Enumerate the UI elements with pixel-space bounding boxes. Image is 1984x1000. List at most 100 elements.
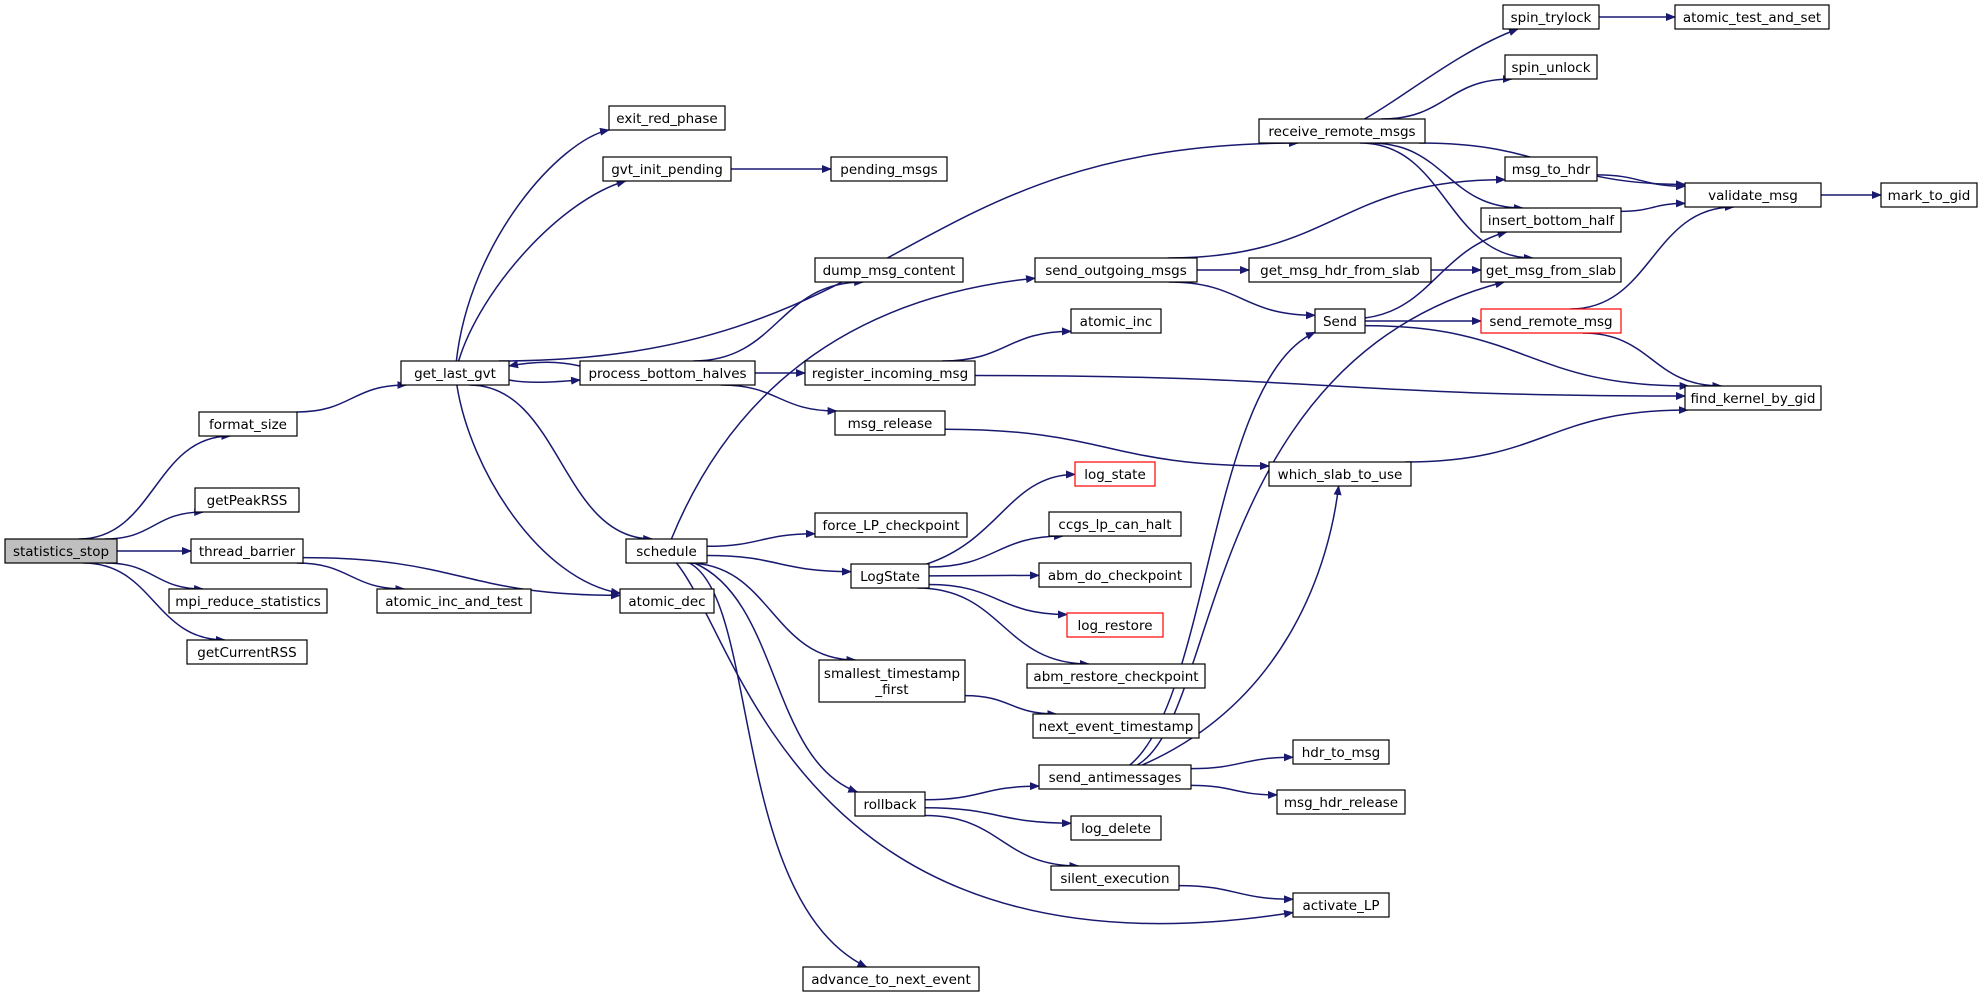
node-box-next_event_timestamp[interactable] [1032, 713, 1200, 739]
node-smallest_timestamp_first[interactable]: smallest_timestamp_first [818, 659, 966, 703]
node-box-thread_barrier[interactable] [190, 538, 304, 564]
node-box-abm_restore_checkpoint[interactable] [1026, 663, 1206, 689]
node-thread_barrier[interactable]: thread_barrier [190, 538, 304, 564]
node-box-send_remote_msg[interactable] [1480, 308, 1622, 334]
node-getCurrentRSS[interactable]: getCurrentRSS [186, 639, 308, 665]
node-box-mpi_reduce_statistics[interactable] [168, 588, 328, 614]
node-box-insert_bottom_half[interactable] [1480, 207, 1622, 233]
node-activate_LP[interactable]: activate_LP [1292, 892, 1390, 918]
node-pending_msgs[interactable]: pending_msgs [830, 156, 948, 182]
node-spin_trylock[interactable]: spin_trylock [1502, 4, 1600, 30]
node-atomic_inc_and_test[interactable]: atomic_inc_and_test [376, 588, 532, 614]
node-box-exit_red_phase[interactable] [608, 105, 726, 131]
node-send_antimessages[interactable]: send_antimessages [1038, 764, 1192, 790]
node-box-msg_release[interactable] [834, 410, 946, 436]
node-box-mark_to_gid[interactable] [1880, 182, 1978, 208]
node-box-atomic_dec[interactable] [619, 588, 715, 614]
node-get_last_gvt[interactable]: get_last_gvt [400, 360, 510, 386]
node-box-receive_remote_msgs[interactable] [1258, 118, 1426, 144]
node-box-getPeakRSS[interactable] [194, 487, 300, 513]
node-atomic_inc[interactable]: atomic_inc [1070, 308, 1162, 334]
node-box-spin_trylock[interactable] [1502, 4, 1600, 30]
node-next_event_timestamp[interactable]: next_event_timestamp [1032, 713, 1200, 739]
node-box-format_size[interactable] [198, 411, 298, 437]
node-box-gvt_init_pending[interactable] [602, 156, 732, 182]
node-validate_msg[interactable]: validate_msg [1684, 182, 1822, 208]
node-register_incoming_msg[interactable]: register_incoming_msg [804, 360, 976, 386]
node-dump_msg_content[interactable]: dump_msg_content [814, 257, 964, 283]
node-box-schedule[interactable] [625, 538, 708, 564]
node-log_restore[interactable]: log_restore [1066, 612, 1164, 638]
node-box-LogState[interactable] [850, 563, 930, 589]
node-silent_execution[interactable]: silent_execution [1050, 865, 1180, 891]
node-force_LP_checkpoint[interactable]: force_LP_checkpoint [814, 512, 968, 538]
node-box-pending_msgs[interactable] [830, 156, 948, 182]
node-format_size[interactable]: format_size [198, 411, 298, 437]
node-box-atomic_test_and_set[interactable] [1674, 4, 1830, 30]
node-atomic_dec[interactable]: atomic_dec [619, 588, 715, 614]
node-log_delete[interactable]: log_delete [1070, 815, 1162, 841]
node-get_msg_hdr_from_slab[interactable]: get_msg_hdr_from_slab [1248, 257, 1432, 283]
node-mpi_reduce_statistics[interactable]: mpi_reduce_statistics [168, 588, 328, 614]
node-LogState[interactable]: LogState [850, 563, 930, 589]
node-box-activate_LP[interactable] [1292, 892, 1390, 918]
node-box-send_outgoing_msgs[interactable] [1034, 257, 1198, 283]
node-box-get_msg_hdr_from_slab[interactable] [1248, 257, 1432, 283]
node-box-register_incoming_msg[interactable] [804, 360, 976, 386]
node-receive_remote_msgs[interactable]: receive_remote_msgs [1258, 118, 1426, 144]
node-send_outgoing_msgs[interactable]: send_outgoing_msgs [1034, 257, 1198, 283]
node-exit_red_phase[interactable]: exit_red_phase [608, 105, 726, 131]
node-schedule[interactable]: schedule [625, 538, 708, 564]
node-mark_to_gid[interactable]: mark_to_gid [1880, 182, 1978, 208]
node-gvt_init_pending[interactable]: gvt_init_pending [602, 156, 732, 182]
node-box-smallest_timestamp_first[interactable] [818, 659, 966, 703]
node-box-validate_msg[interactable] [1684, 182, 1822, 208]
node-box-rollback[interactable] [854, 791, 926, 817]
node-box-statistics_stop[interactable] [4, 538, 118, 564]
node-box-atomic_inc[interactable] [1070, 308, 1162, 334]
node-Send[interactable]: Send [1314, 308, 1366, 334]
node-box-log_delete[interactable] [1070, 815, 1162, 841]
node-abm_restore_checkpoint[interactable]: abm_restore_checkpoint [1026, 663, 1206, 689]
node-find_kernel_by_gid[interactable]: find_kernel_by_gid [1684, 385, 1822, 411]
node-log_state[interactable]: log_state [1074, 461, 1156, 487]
node-box-silent_execution[interactable] [1050, 865, 1180, 891]
node-send_remote_msg[interactable]: send_remote_msg [1480, 308, 1622, 334]
node-box-get_msg_from_slab[interactable] [1480, 257, 1622, 283]
node-box-which_slab_to_use[interactable] [1268, 461, 1412, 487]
node-msg_release[interactable]: msg_release [834, 410, 946, 436]
node-rollback[interactable]: rollback [854, 791, 926, 817]
node-box-getCurrentRSS[interactable] [186, 639, 308, 665]
node-box-find_kernel_by_gid[interactable] [1684, 385, 1822, 411]
node-box-process_bottom_halves[interactable] [579, 360, 756, 386]
node-box-ccgs_lp_can_halt[interactable] [1048, 511, 1182, 537]
node-advance_to_next_event[interactable]: advance_to_next_event [802, 966, 980, 992]
node-hdr_to_msg[interactable]: hdr_to_msg [1292, 739, 1390, 765]
node-box-send_antimessages[interactable] [1038, 764, 1192, 790]
node-msg_hdr_release[interactable]: msg_hdr_release [1276, 789, 1406, 815]
node-getPeakRSS[interactable]: getPeakRSS [194, 487, 300, 513]
node-get_msg_from_slab[interactable]: get_msg_from_slab [1480, 257, 1622, 283]
node-which_slab_to_use[interactable]: which_slab_to_use [1268, 461, 1412, 487]
node-box-advance_to_next_event[interactable] [802, 966, 980, 992]
node-box-log_state[interactable] [1074, 461, 1156, 487]
node-box-log_restore[interactable] [1066, 612, 1164, 638]
node-statistics_stop[interactable]: statistics_stop [4, 538, 118, 564]
node-box-msg_to_hdr[interactable] [1504, 156, 1598, 182]
node-box-hdr_to_msg[interactable] [1292, 739, 1390, 765]
node-box-get_last_gvt[interactable] [400, 360, 510, 386]
node-process_bottom_halves[interactable]: process_bottom_halves [579, 360, 756, 386]
node-spin_unlock[interactable]: spin_unlock [1504, 54, 1598, 80]
node-box-atomic_inc_and_test[interactable] [376, 588, 532, 614]
node-box-force_LP_checkpoint[interactable] [814, 512, 968, 538]
node-box-msg_hdr_release[interactable] [1276, 789, 1406, 815]
node-box-Send[interactable] [1314, 308, 1366, 334]
node-box-dump_msg_content[interactable] [814, 257, 964, 283]
node-box-abm_do_checkpoint[interactable] [1038, 562, 1192, 588]
node-ccgs_lp_can_halt[interactable]: ccgs_lp_can_halt [1048, 511, 1182, 537]
node-box-spin_unlock[interactable] [1504, 54, 1598, 80]
node-abm_do_checkpoint[interactable]: abm_do_checkpoint [1038, 562, 1192, 588]
node-msg_to_hdr[interactable]: msg_to_hdr [1504, 156, 1598, 182]
node-insert_bottom_half[interactable]: insert_bottom_half [1480, 207, 1622, 233]
node-atomic_test_and_set[interactable]: atomic_test_and_set [1674, 4, 1830, 30]
